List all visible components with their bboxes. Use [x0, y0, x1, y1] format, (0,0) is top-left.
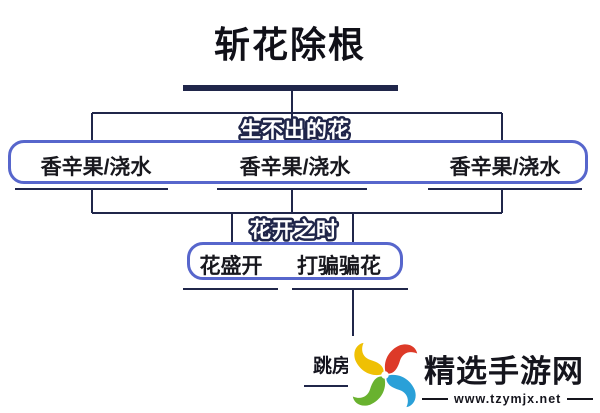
watermark-dash-right — [567, 398, 594, 400]
group2-item-2: 打骗骗花 — [297, 255, 381, 278]
leaf-node-text: 跳房 — [313, 356, 352, 377]
watermark-url-row: www.tzymjx.net — [422, 392, 594, 406]
group2-item-1: 花盛开 — [199, 255, 263, 278]
group1-item-3: 香辛果/浇水 — [449, 156, 561, 179]
group1-box — [8, 140, 588, 184]
watermark: 精选手游网 www.tzymjx.net — [348, 336, 600, 413]
pinwheel-petals — [352, 342, 418, 408]
group1-item-1: 香辛果/浇水 — [40, 156, 152, 179]
group2-box — [187, 242, 403, 280]
group2-label: 花开之时 — [250, 218, 338, 242]
group1-item-2: 香辛果/浇水 — [239, 156, 351, 179]
watermark-site-name: 精选手游网 — [424, 354, 584, 389]
pinwheel-logo-icon — [352, 342, 418, 408]
page-title: 斩花除根 — [213, 24, 366, 65]
watermark-site-url: www.tzymjx.net — [454, 392, 562, 406]
watermark-dash-left — [422, 398, 448, 400]
group1-label: 生不出的花 — [240, 118, 350, 142]
